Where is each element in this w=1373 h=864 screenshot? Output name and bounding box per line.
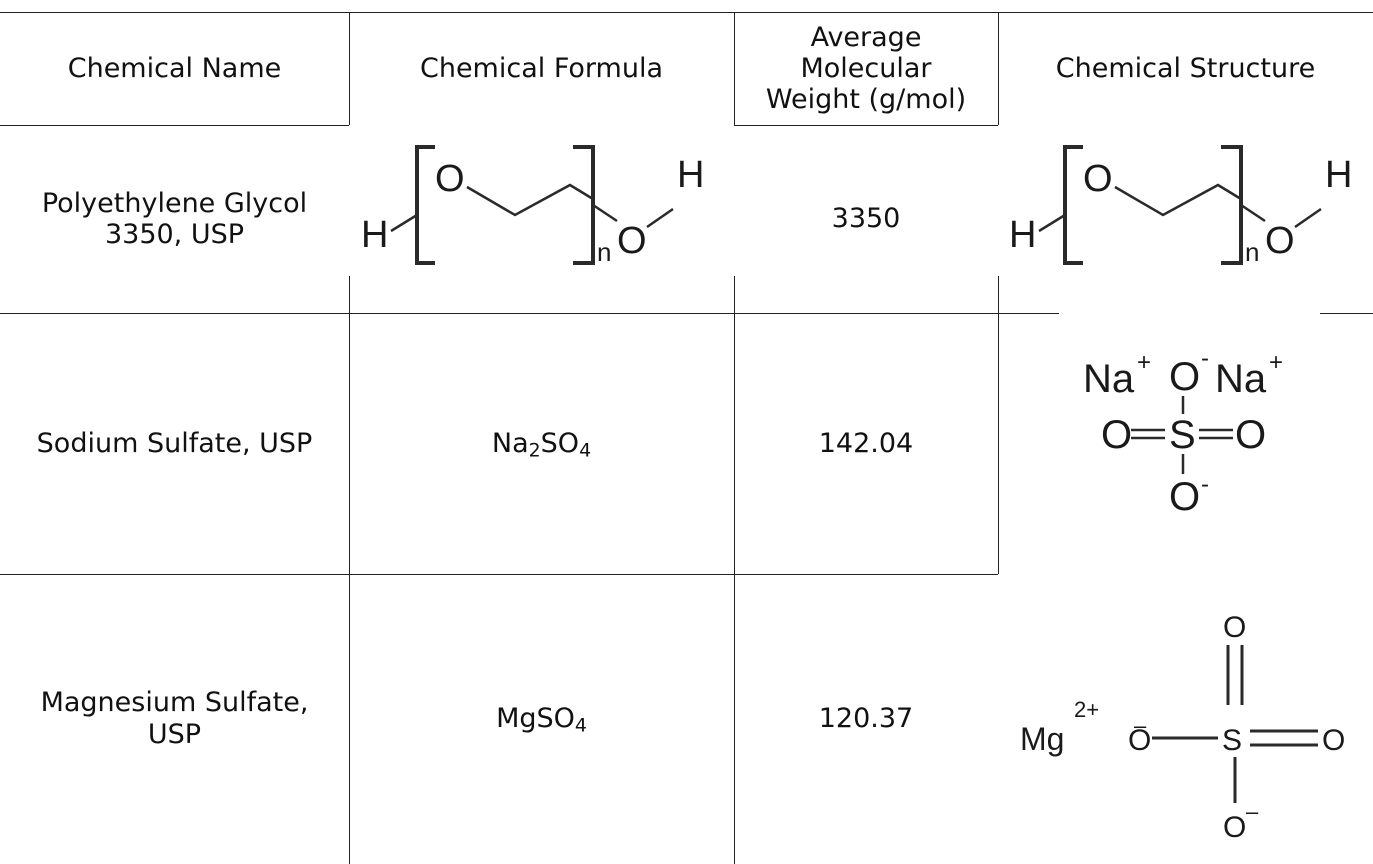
peg-structure-o-left: O xyxy=(1083,158,1113,200)
column-divider-3 xyxy=(998,12,999,125)
row-magnesium-sulfate-formula: MgSO4 xyxy=(349,574,734,863)
na-charge-left: + xyxy=(1137,349,1151,376)
row-divider-1 xyxy=(0,313,1059,314)
peg-formula-o-right: O xyxy=(617,220,647,262)
peg-structure-n: n xyxy=(1245,237,1259,267)
formula-so: SO xyxy=(540,427,580,459)
mg-charge: 2+ xyxy=(1074,697,1099,722)
magnesium-sulfate-formula-text: MgSO4 xyxy=(496,702,587,737)
header-underline-name xyxy=(0,125,349,126)
row-magnesium-sulfate-weight-text: 120.37 xyxy=(818,702,914,734)
formula-mgso-subscript: 4 xyxy=(574,714,587,737)
header-chemical-structure: Chemical Structure xyxy=(998,12,1373,125)
mg-oxygen-bottom-charge: – xyxy=(1246,799,1259,824)
peg-structure-image: H O n O H xyxy=(1009,145,1352,267)
formula-so-subscript: 4 xyxy=(579,439,592,462)
na-charge-right: + xyxy=(1269,349,1283,376)
sodium-sulfate-formula-text: Na2SO4 xyxy=(491,427,592,462)
row-magnesium-sulfate-name-line-2: USP xyxy=(147,718,202,750)
peg-structure-h-right: H xyxy=(1325,154,1352,196)
oxygen-bottom: O xyxy=(1169,475,1200,519)
header-weight-line-2: Molecular xyxy=(800,52,932,84)
row-sodium-sulfate-formula: Na2SO4 xyxy=(349,313,734,574)
header-chemical-name-text: Chemical Name xyxy=(67,52,282,84)
column-divider-1-row1 xyxy=(349,276,350,864)
mg-oxygen-left: O xyxy=(1128,724,1151,757)
header-chemical-structure-text: Chemical Structure xyxy=(1055,52,1316,84)
mg-sulfur: S xyxy=(1222,724,1242,757)
header-weight-line-1: Average xyxy=(810,21,922,53)
row-sodium-sulfate-weight: 142.04 xyxy=(734,313,998,574)
na-cation-right: Na xyxy=(1215,357,1267,401)
header-average-molecular-weight: Average Molecular Weight (g/mol) xyxy=(734,12,998,125)
mg-oxygen-left-charge: – xyxy=(1134,713,1147,738)
mg-oxygen-top: O xyxy=(1223,611,1246,644)
header-weight-line-3: Weight (g/mol) xyxy=(765,84,967,116)
mg-oxygen-bottom: O xyxy=(1223,811,1246,844)
row-magnesium-sulfate-name-line-1: Magnesium Sulfate, xyxy=(40,687,309,719)
column-divider-1 xyxy=(349,12,350,125)
header-chemical-formula: Chemical Formula xyxy=(349,12,734,125)
table-border-top xyxy=(0,12,1373,13)
mg-oxygen-right: O xyxy=(1322,724,1345,757)
column-divider-3-row1 xyxy=(998,276,999,574)
sulfur: S xyxy=(1169,413,1196,457)
row-peg-weight: 3350 xyxy=(734,125,998,313)
formula-mgso: MgSO xyxy=(496,702,575,734)
column-divider-2 xyxy=(734,12,735,125)
peg-formula-h-right: H xyxy=(677,154,704,196)
oxygen-top-charge: - xyxy=(1201,345,1209,372)
header-chemical-formula-text: Chemical Formula xyxy=(419,52,664,84)
row-sodium-sulfate-name: Sodium Sulfate, USP xyxy=(0,313,349,574)
row-sodium-sulfate-name-text: Sodium Sulfate, USP xyxy=(36,427,313,459)
oxygen-right: O xyxy=(1235,413,1266,457)
row-sodium-sulfate-weight-text: 142.04 xyxy=(818,427,914,459)
formula-na: Na xyxy=(491,427,529,459)
peg-formula-o-left: O xyxy=(435,158,465,200)
peg-formula-structure-image: H O n O H xyxy=(361,145,704,267)
row-magnesium-sulfate-name: Magnesium Sulfate, USP xyxy=(0,574,349,863)
peg-structure-o-right: O xyxy=(1265,220,1295,262)
oxygen-top: O xyxy=(1169,355,1200,399)
column-divider-2-row1 xyxy=(734,276,735,864)
oxygen-left: O xyxy=(1101,413,1132,457)
row-magnesium-sulfate-weight: 120.37 xyxy=(734,574,998,863)
row-peg-name-line-1: Polyethylene Glycol xyxy=(41,187,308,219)
sodium-sulfate-structure-image: Na + O - Na + O S O O - xyxy=(1083,345,1283,519)
peg-formula-n: n xyxy=(597,237,611,267)
formula-na-subscript: 2 xyxy=(528,439,541,462)
row-peg-weight-text: 3350 xyxy=(831,203,901,235)
peg-structure-h-left: H xyxy=(1009,214,1036,256)
na-cation-left: Na xyxy=(1083,357,1135,401)
header-chemical-name: Chemical Name xyxy=(0,12,349,125)
row-peg-name: Polyethylene Glycol 3350, USP xyxy=(0,125,349,313)
mg-cation: Mg xyxy=(1020,721,1064,757)
row-divider-2 xyxy=(0,574,998,575)
row-divider-1-tail xyxy=(1320,313,1373,314)
header-underline-weight xyxy=(734,125,998,126)
peg-formula-h-left: H xyxy=(361,214,388,256)
magnesium-sulfate-structure-image: Mg 2+ O – O S O O – xyxy=(1020,611,1345,844)
oxygen-bottom-charge: - xyxy=(1201,471,1209,498)
row-peg-name-line-2: 3350, USP xyxy=(104,219,245,250)
